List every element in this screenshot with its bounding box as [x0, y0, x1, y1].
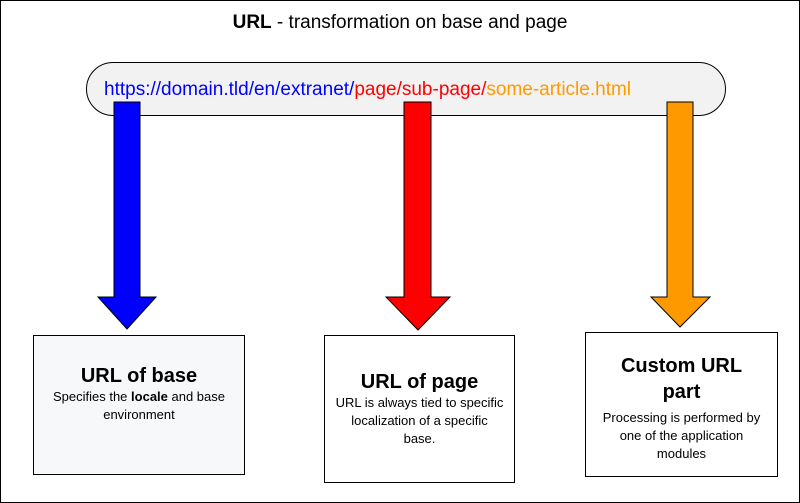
- arrow-base: [96, 101, 158, 330]
- box-custom-url-part: Custom URL part Processing is performed …: [585, 332, 778, 477]
- title-bold: URL: [232, 12, 272, 33]
- arrow-custom: [649, 101, 712, 328]
- box-page-title: URL of page: [360, 371, 479, 393]
- box-page-desc: URL is always tied to specific localizat…: [335, 395, 504, 446]
- box-base-desc: Specifies the locale and base environmen…: [34, 388, 244, 424]
- box-custom-title: Custom URL part: [620, 355, 743, 403]
- arrow-page: [384, 101, 452, 331]
- box-base-title: URL of base: [80, 365, 198, 387]
- box-base-desc-after: and base environment: [103, 389, 225, 422]
- box-url-of-page: URL of page URL is always tied to specif…: [324, 335, 515, 483]
- url-text: https://domain.tld/en/extranet/page/sub-…: [104, 79, 631, 101]
- url-base-part: https://domain.tld/en/extranet/: [104, 79, 355, 100]
- box-url-of-base: URL of base Specifies the locale and bas…: [33, 335, 245, 475]
- box-base-desc-before: Specifies the: [52, 389, 132, 404]
- box-base-desc-bold: locale: [131, 389, 168, 404]
- diagram-title: URL - transformation on base and page: [0, 12, 800, 34]
- url-page-part: page/sub-page/: [354, 79, 487, 100]
- title-rest: - transformation on base and page: [271, 12, 568, 33]
- box-custom-desc: Processing is performed by one of the ap…: [602, 410, 761, 461]
- url-custom-part: some-article.html: [486, 79, 632, 100]
